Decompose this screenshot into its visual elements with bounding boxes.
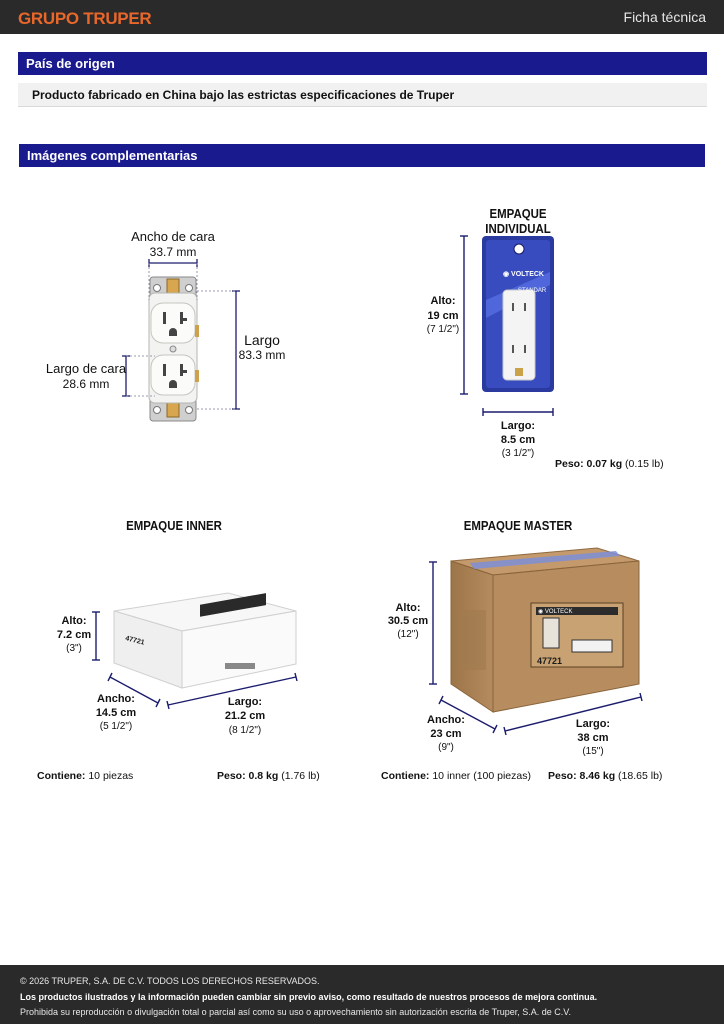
origin-text: Producto fabricado en China bajo las est… — [18, 83, 707, 107]
inner-height-label: Alto: — [61, 615, 87, 627]
inner-length-label: Largo: — [227, 696, 263, 708]
svg-text:◉ VOLTECK: ◉ VOLTECK — [538, 609, 572, 615]
footer-copyright: © 2026 TRUPER, S.A. DE C.V. TODOS LOS DE… — [20, 976, 320, 986]
master-weight-label: Peso: — [548, 770, 577, 782]
svg-text:47721: 47721 — [537, 656, 562, 666]
inner-width-in: (5 1/2") — [99, 721, 133, 732]
inner-package-title: EMPAQUE INNER — [126, 518, 222, 533]
truper-logo: GRUPO TRUPER — [18, 9, 152, 28]
master-weight: Peso: 8.46 kg (18.65 lb) — [548, 770, 662, 782]
individual-weight-label: Peso: — [555, 458, 584, 470]
inner-contents: Contiene: 10 piezas — [37, 770, 133, 782]
master-package-title: EMPAQUE MASTER — [463, 518, 573, 533]
individual-height-in: (7 1/2") — [426, 324, 460, 335]
inner-width-label: Ancho: — [97, 693, 135, 705]
footer-notice: Los productos ilustrados y la informació… — [20, 991, 598, 1002]
master-contains-value: 10 inner (100 piezas) — [432, 770, 531, 782]
master-length-in: (15") — [582, 746, 604, 757]
face-length-value: 28.6 mm — [62, 377, 110, 391]
individual-length-in: (3 1/2") — [501, 448, 535, 459]
length-value: 83.3 mm — [238, 348, 286, 362]
individual-weight-lb: (0.15 lb) — [625, 458, 664, 470]
master-contents: Contiene: 10 inner (100 piezas) — [381, 770, 531, 782]
inner-weight-kg: 0.8 kg — [248, 770, 279, 782]
inner-width-cm: 14.5 cm — [95, 707, 137, 719]
master-width-in: (9") — [438, 742, 454, 753]
master-length-cm: 38 cm — [577, 732, 609, 744]
face-length-label: Largo de cara — [45, 361, 127, 376]
length-label: Largo — [244, 332, 280, 348]
individual-length-label: Largo: — [500, 420, 536, 432]
individual-weight: Peso: 0.07 kg (0.15 lb) — [555, 458, 664, 470]
svg-text:47721: 47721 — [125, 635, 146, 647]
outlet-illustration — [148, 276, 199, 422]
inner-length-in: (8 1/2") — [228, 725, 262, 736]
inner-height-cm: 7.2 cm — [56, 629, 92, 641]
individual-package-title: EMPAQUE INDIVIDUAL — [485, 206, 551, 236]
svg-text:STANDAR: STANDAR — [518, 288, 547, 294]
individual-height-cm: 19 cm — [427, 310, 459, 322]
master-height-label: Alto: — [395, 602, 421, 614]
footer: © 2026 TRUPER, S.A. DE C.V. TODOS LOS DE… — [0, 965, 724, 1024]
footer-prohibition: Prohibida su reproducción o divulgación … — [20, 1007, 571, 1017]
master-weight-kg: 8.46 kg — [579, 770, 616, 782]
inner-weight-label: Peso: — [217, 770, 246, 782]
document-title: Ficha técnica — [623, 9, 706, 25]
master-contains-label: Contiene: — [381, 770, 430, 782]
master-weight-lb: (18.65 lb) — [618, 770, 663, 782]
top-bar: GRUPO TRUPER Ficha técnica — [0, 0, 724, 34]
individual-weight-kg: 0.07 kg — [586, 458, 623, 470]
images-section-heading: Imágenes complementarias — [19, 144, 705, 167]
inner-length-cm: 21.2 cm — [224, 710, 266, 722]
inner-box-illustration: 47721 — [113, 592, 297, 689]
master-box-illustration: ◉ VOLTECK 47721 — [450, 547, 640, 713]
face-width-value: 33.7 mm — [149, 245, 197, 259]
master-length-label: Largo: — [575, 718, 611, 730]
inner-height-in: (3") — [66, 643, 82, 654]
individual-height-label: Alto: — [430, 295, 456, 307]
master-height-cm: 30.5 cm — [387, 615, 429, 627]
origin-section-heading: País de origen — [18, 52, 707, 75]
individual-package-illustration: ◉ VOLTECK STANDAR — [482, 236, 554, 392]
inner-contains-label: Contiene: — [37, 770, 86, 782]
master-width-label: Ancho: — [427, 714, 465, 726]
individual-length-cm: 8.5 cm — [500, 434, 536, 446]
svg-text:◉ VOLTECK: ◉ VOLTECK — [503, 271, 544, 278]
face-width-label: Ancho de cara — [131, 229, 215, 244]
inner-contains-value: 10 piezas — [88, 770, 134, 782]
inner-weight: Peso: 0.8 kg (1.76 lb) — [217, 770, 320, 782]
master-height-in: (12") — [397, 629, 419, 640]
inner-weight-lb: (1.76 lb) — [281, 770, 320, 782]
master-width-cm: 23 cm — [430, 728, 462, 740]
